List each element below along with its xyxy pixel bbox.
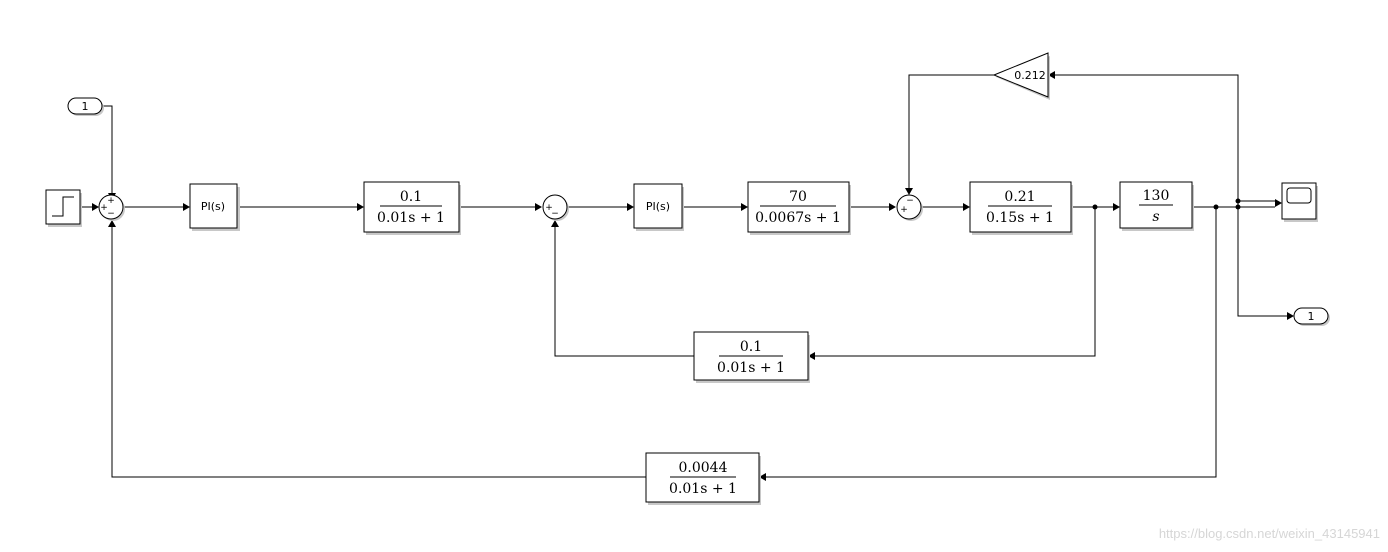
arrowhead bbox=[357, 203, 364, 211]
outer-feedback-transfer-function-block[interactable]: 0.0044 0.01s + 1 bbox=[645, 452, 761, 505]
scope-icon bbox=[1286, 187, 1312, 204]
sum-block-2[interactable]: + − bbox=[542, 194, 569, 221]
pi-controller-block-2[interactable]: PI(s) bbox=[633, 183, 684, 231]
sum1-sign-left: + bbox=[100, 203, 108, 213]
sum2-sign-left: + bbox=[545, 203, 553, 213]
wire-to-outport bbox=[1237, 201, 1287, 317]
inner-feedback-transfer-function-block[interactable]: 0.1 0.01s + 1 bbox=[693, 331, 810, 383]
signal-lines bbox=[80, 71, 1294, 481]
gain-block[interactable]: 0.212 bbox=[992, 52, 1050, 100]
arrowhead bbox=[889, 203, 896, 211]
integrator-denominator: s bbox=[1152, 209, 1159, 225]
arrowhead bbox=[535, 203, 542, 211]
sum1-sign-bottom: − bbox=[107, 209, 115, 219]
junction-dot bbox=[1213, 204, 1219, 210]
sum3-sign-top: − bbox=[906, 196, 914, 206]
tf3-numerator: 0.21 bbox=[1004, 189, 1035, 205]
pi1-label: PI(s) bbox=[201, 200, 225, 213]
arrowhead bbox=[627, 203, 634, 211]
scope-block[interactable] bbox=[1281, 182, 1318, 222]
wire-to-outer-feedback bbox=[766, 207, 1217, 478]
integrator-block[interactable]: 130 s bbox=[1119, 181, 1194, 231]
tf2-numerator: 70 bbox=[789, 189, 807, 205]
sum3-sign-left: + bbox=[900, 205, 908, 215]
arrowhead bbox=[183, 203, 190, 211]
inner-feedback-numerator: 0.1 bbox=[740, 339, 762, 355]
wire-inner-feedback-to-sum2 bbox=[554, 227, 694, 357]
inport-label: 1 bbox=[82, 100, 89, 113]
arrowhead bbox=[1048, 71, 1055, 79]
arrowhead bbox=[905, 188, 913, 195]
sum2-sign-bottom: − bbox=[551, 209, 559, 219]
step-icon bbox=[52, 196, 74, 217]
pi-controller-block-1[interactable]: PI(s) bbox=[189, 183, 240, 231]
tf1-denominator: 0.01s + 1 bbox=[377, 210, 445, 226]
junction-dot bbox=[1235, 198, 1241, 204]
step-block[interactable] bbox=[45, 189, 82, 227]
outer-feedback-numerator: 0.0044 bbox=[679, 460, 728, 476]
wire-outer-feedback-to-sum1 bbox=[111, 227, 646, 478]
outport-block[interactable]: 1 bbox=[1293, 307, 1330, 326]
sum-block-1[interactable]: + + − bbox=[98, 194, 125, 221]
wire-gain-to-sum3 bbox=[908, 74, 994, 188]
junction-dot bbox=[1235, 204, 1241, 210]
arrowhead bbox=[759, 473, 766, 481]
inner-feedback-denominator: 0.01s + 1 bbox=[717, 360, 785, 376]
wire-scope-branch bbox=[1237, 200, 1276, 207]
integrator-numerator: 130 bbox=[1143, 188, 1170, 204]
tf2-denominator: 0.0067s + 1 bbox=[755, 210, 841, 226]
arrowhead bbox=[92, 203, 99, 211]
outer-feedback-denominator: 0.01s + 1 bbox=[669, 481, 737, 497]
inport-block[interactable]: 1 bbox=[67, 97, 104, 116]
arrowhead bbox=[551, 220, 559, 227]
watermark-text: https://blog.csdn.net/weixin_43145941 bbox=[1159, 526, 1380, 541]
arrowhead bbox=[963, 203, 970, 211]
wire-inport-to-sum1 bbox=[102, 105, 113, 193]
transfer-function-block-2[interactable]: 70 0.0067s + 1 bbox=[747, 181, 851, 235]
arrowhead bbox=[1287, 312, 1294, 320]
sum1-sign-top: + bbox=[107, 196, 115, 206]
sum-block-3[interactable]: + − bbox=[896, 194, 923, 221]
transfer-function-block-3[interactable]: 0.21 0.15s + 1 bbox=[969, 181, 1073, 235]
arrowhead bbox=[1113, 203, 1120, 211]
tf1-numerator: 0.1 bbox=[400, 189, 422, 205]
junction-dot bbox=[1092, 204, 1098, 210]
gain-label: 0.212 bbox=[1014, 69, 1046, 82]
arrowhead bbox=[741, 203, 748, 211]
tf3-denominator: 0.15s + 1 bbox=[986, 210, 1054, 226]
outport-label: 1 bbox=[1308, 310, 1315, 323]
pi2-label: PI(s) bbox=[646, 200, 670, 213]
arrowhead bbox=[808, 352, 815, 360]
wire-to-inner-feedback bbox=[815, 207, 1096, 357]
arrowhead bbox=[108, 220, 116, 227]
transfer-function-block-1[interactable]: 0.1 0.01s + 1 bbox=[363, 181, 461, 235]
arrowhead bbox=[1275, 199, 1282, 207]
wire-to-gain bbox=[1054, 74, 1239, 201]
